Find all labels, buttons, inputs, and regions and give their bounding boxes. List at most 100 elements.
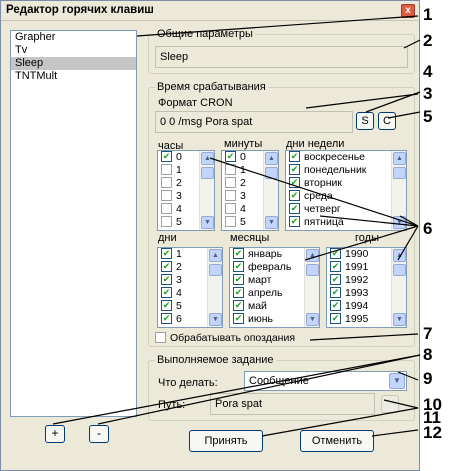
minutes-item[interactable]: 5 bbox=[222, 215, 278, 229]
vertical-scrollbar[interactable]: ▲▼ bbox=[263, 151, 278, 230]
action-select[interactable]: Сообщение ▼ bbox=[244, 371, 407, 391]
days-item[interactable]: ✔5 bbox=[158, 299, 222, 313]
scroll-up-icon[interactable]: ▲ bbox=[201, 152, 214, 165]
scroll-down-icon[interactable]: ▼ bbox=[393, 313, 406, 326]
checked-checkbox-icon[interactable]: ✔ bbox=[161, 273, 172, 285]
hotkey-list-item[interactable]: TNTMult bbox=[15, 70, 58, 82]
months-checklist[interactable]: ✔январь✔февраль✔март✔апрель✔май✔июнь▲▼ bbox=[229, 247, 320, 328]
unchecked-checkbox-icon[interactable] bbox=[161, 202, 172, 214]
weekdays-checklist[interactable]: ✔воскресенье✔понедельник✔вторник✔среда✔ч… bbox=[285, 150, 407, 231]
days-item[interactable]: ✔6 bbox=[158, 312, 222, 326]
weekdays-item[interactable]: ✔воскресенье bbox=[286, 151, 406, 164]
close-icon[interactable]: x bbox=[401, 4, 415, 18]
scroll-up-icon[interactable]: ▲ bbox=[265, 152, 278, 165]
weekdays-item[interactable]: ✔среда bbox=[286, 189, 406, 203]
years-item[interactable]: ✔1994 bbox=[327, 299, 406, 313]
years-item[interactable]: ✔1992 bbox=[327, 273, 406, 287]
days-item[interactable]: ✔2 bbox=[158, 260, 222, 274]
weekdays-item[interactable]: ✔понедельник bbox=[286, 163, 406, 177]
years-item[interactable]: ✔1991 bbox=[327, 260, 406, 274]
months-item[interactable]: ✔январь bbox=[230, 248, 319, 261]
years-item[interactable]: ✔1993 bbox=[327, 286, 406, 300]
c-button[interactable]: C bbox=[378, 112, 396, 130]
path-field[interactable]: Pora spat bbox=[210, 393, 375, 415]
vertical-scrollbar[interactable]: ▲▼ bbox=[304, 248, 319, 327]
checked-checkbox-icon[interactable]: ✔ bbox=[289, 202, 300, 214]
days-item[interactable]: ✔3 bbox=[158, 273, 222, 287]
cron-field[interactable]: 0 0 /msg Pora spat bbox=[155, 111, 353, 133]
days-checklist[interactable]: ✔1✔2✔3✔4✔5✔6▲▼ bbox=[157, 247, 223, 328]
accept-button[interactable]: Принять bbox=[189, 430, 263, 452]
weekdays-item[interactable]: ✔вторник bbox=[286, 176, 406, 190]
unchecked-checkbox-icon[interactable] bbox=[161, 163, 172, 175]
add-hotkey-button[interactable]: + bbox=[45, 425, 65, 443]
months-item[interactable]: ✔апрель bbox=[230, 286, 319, 300]
minutes-item[interactable]: 2 bbox=[222, 176, 278, 190]
checked-checkbox-icon[interactable]: ✔ bbox=[330, 286, 341, 298]
scroll-down-icon[interactable]: ▼ bbox=[306, 313, 319, 326]
checked-checkbox-icon[interactable]: ✔ bbox=[233, 260, 244, 272]
years-checklist[interactable]: ✔1990✔1991✔1992✔1993✔1994✔1995▲▼ bbox=[326, 247, 407, 328]
hours-item[interactable]: 4 bbox=[158, 202, 214, 216]
unchecked-checkbox-icon[interactable] bbox=[161, 215, 172, 227]
checked-checkbox-icon[interactable]: ✔ bbox=[233, 247, 244, 259]
checked-checkbox-icon[interactable]: ✔ bbox=[289, 176, 300, 188]
unchecked-checkbox-icon[interactable] bbox=[225, 189, 236, 201]
vertical-scrollbar[interactable]: ▲▼ bbox=[391, 248, 406, 327]
checked-checkbox-icon[interactable]: ✔ bbox=[330, 247, 341, 259]
checked-checkbox-icon[interactable]: ✔ bbox=[233, 312, 244, 324]
checked-checkbox-icon[interactable]: ✔ bbox=[330, 260, 341, 272]
checked-checkbox-icon[interactable]: ✔ bbox=[161, 150, 172, 162]
hours-item[interactable]: ✔0 bbox=[158, 151, 214, 164]
checked-checkbox-icon[interactable]: ✔ bbox=[225, 150, 236, 162]
years-item[interactable]: ✔1995 bbox=[327, 312, 406, 326]
title-bar[interactable]: Редактор горячих клавиш x bbox=[1, 1, 419, 21]
hotkey-list-item[interactable]: Tv bbox=[15, 44, 28, 56]
weekdays-item[interactable]: ✔четверг bbox=[286, 202, 406, 216]
minutes-item[interactable]: 3 bbox=[222, 189, 278, 203]
checked-checkbox-icon[interactable]: ✔ bbox=[161, 312, 172, 324]
months-item[interactable]: ✔март bbox=[230, 273, 319, 287]
months-item[interactable]: ✔февраль bbox=[230, 260, 319, 274]
checked-checkbox-icon[interactable]: ✔ bbox=[330, 273, 341, 285]
checked-checkbox-icon[interactable]: ✔ bbox=[161, 247, 172, 259]
checked-checkbox-icon[interactable]: ✔ bbox=[233, 299, 244, 311]
s-button[interactable]: S bbox=[356, 112, 374, 130]
scroll-thumb[interactable] bbox=[201, 167, 214, 179]
months-item[interactable]: ✔май bbox=[230, 299, 319, 313]
unchecked-checkbox-icon[interactable] bbox=[225, 176, 236, 188]
hotkey-list-item[interactable]: Sleep bbox=[11, 57, 136, 70]
scroll-thumb[interactable] bbox=[393, 167, 406, 179]
checked-checkbox-icon[interactable]: ✔ bbox=[233, 273, 244, 285]
checked-checkbox-icon[interactable]: ✔ bbox=[289, 163, 300, 175]
checked-checkbox-icon[interactable]: ✔ bbox=[330, 312, 341, 324]
vertical-scrollbar[interactable]: ▲▼ bbox=[199, 151, 214, 230]
scroll-thumb[interactable] bbox=[393, 264, 406, 276]
hotkey-name-field[interactable]: Sleep bbox=[155, 46, 408, 68]
cancel-button[interactable]: Отменить bbox=[300, 430, 374, 452]
scroll-thumb[interactable] bbox=[306, 264, 319, 276]
days-item[interactable]: ✔1 bbox=[158, 248, 222, 261]
days-item[interactable]: ✔4 bbox=[158, 286, 222, 300]
scroll-down-icon[interactable]: ▼ bbox=[209, 313, 222, 326]
hours-item[interactable]: 2 bbox=[158, 176, 214, 190]
checked-checkbox-icon[interactable]: ✔ bbox=[161, 286, 172, 298]
minutes-item[interactable]: 4 bbox=[222, 202, 278, 216]
checked-checkbox-icon[interactable]: ✔ bbox=[330, 299, 341, 311]
checked-checkbox-icon[interactable]: ✔ bbox=[161, 260, 172, 272]
unchecked-checkbox-icon[interactable] bbox=[161, 176, 172, 188]
scroll-down-icon[interactable]: ▼ bbox=[265, 216, 278, 229]
unchecked-checkbox-icon[interactable] bbox=[161, 189, 172, 201]
scroll-up-icon[interactable]: ▲ bbox=[393, 152, 406, 165]
hours-item[interactable]: 1 bbox=[158, 163, 214, 177]
hours-item[interactable]: 5 bbox=[158, 215, 214, 229]
checked-checkbox-icon[interactable]: ✔ bbox=[161, 299, 172, 311]
checked-checkbox-icon[interactable]: ✔ bbox=[289, 189, 300, 201]
unchecked-checkbox-icon[interactable] bbox=[225, 202, 236, 214]
scroll-thumb[interactable] bbox=[209, 264, 222, 276]
weekdays-item[interactable]: ✔пятница bbox=[286, 215, 406, 229]
hours-item[interactable]: 3 bbox=[158, 189, 214, 203]
